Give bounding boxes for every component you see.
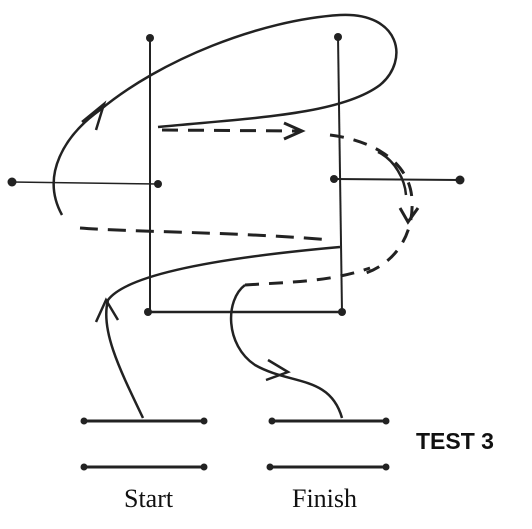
right-end-dot <box>455 175 465 185</box>
right-pole-top-dot <box>334 33 342 41</box>
start-route-arrow <box>94 297 120 323</box>
test-title: TEST 3 <box>416 428 494 454</box>
finish-label: Finish <box>292 484 358 513</box>
right-curve-arrow <box>398 207 420 225</box>
finish-route-arrow <box>265 358 291 382</box>
left-pole-top-dot <box>146 34 154 42</box>
right-pole <box>337 35 343 313</box>
right-side-line <box>333 178 461 181</box>
start-gate-top-right-dot <box>200 417 208 425</box>
upper-loop-path <box>52 13 398 216</box>
finish-gate-top-left-dot <box>268 417 276 425</box>
left-end-dot <box>7 177 17 187</box>
start-gate-bottom-right-dot <box>200 463 208 471</box>
upper-loop-arrow <box>81 100 107 131</box>
left-side-line <box>11 181 159 185</box>
left-middle-dot <box>154 180 162 188</box>
start-gate-top-left-dot <box>80 417 88 425</box>
finish-gate-bottom-left-dot <box>266 463 274 471</box>
bottom-right-dot <box>338 308 346 316</box>
bottom-left-dot <box>144 308 152 316</box>
top-dashed-path <box>161 128 301 133</box>
start-gate-bottom-left-dot <box>80 463 88 471</box>
lower-dashed-path <box>244 266 371 287</box>
right-middle-dot <box>330 175 338 183</box>
right-upper-hook <box>377 150 408 196</box>
finish-gate-bottom-right-dot <box>382 463 390 471</box>
middle-dashed-path <box>79 226 331 242</box>
start-label: Start <box>124 484 174 513</box>
finish-route-path <box>229 284 344 419</box>
right-dashed-curve <box>329 133 414 277</box>
top-dashed-arrow <box>283 121 306 141</box>
start-route-path <box>104 245 341 419</box>
finish-gate-top-right-dot <box>382 417 390 425</box>
